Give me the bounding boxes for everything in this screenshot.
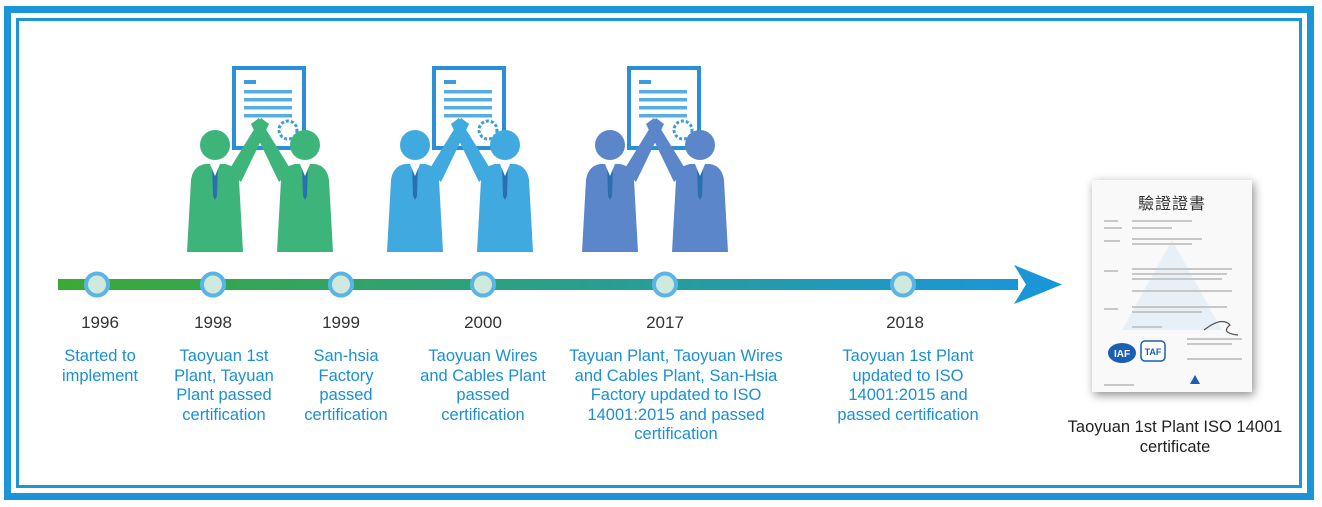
iaf-logo-text: IAF	[1114, 349, 1130, 360]
taf-logo	[1140, 340, 1166, 362]
milestone-text-2017: Tayuan Plant, Taoyuan Wires and Cables P…	[569, 347, 783, 443]
timeline-node-icon	[470, 271, 496, 298]
timeline-node-icon	[890, 271, 916, 298]
milestone-year-2000: 2000	[464, 313, 502, 332]
milestone-text-2018: Taoyuan 1st Plant updated to ISO 14001:2…	[837, 347, 979, 424]
arrow-head-icon	[1014, 265, 1062, 304]
certificate-image: IAF TAF 驗證證書	[1092, 180, 1252, 392]
certificate-drawing: IAF TAF	[1104, 220, 1242, 386]
timeline-arrow-shaft	[58, 279, 1018, 290]
milestone-text-1998: Taoyuan 1st Plant, Tayuan Plant passed c…	[174, 347, 274, 424]
timeline-node-icon	[200, 271, 226, 298]
milestone-text-1996: Started to implement	[61, 347, 139, 385]
taf-logo-text: TAF	[1145, 347, 1162, 357]
iaf-logo	[1108, 343, 1136, 363]
inner-frame	[16, 18, 1302, 488]
timeline-node-icon	[84, 271, 110, 298]
handshake-certificate-icon	[187, 66, 333, 252]
milestone-year-2017: 2017	[646, 313, 684, 332]
milestone-year-1999: 1999	[322, 313, 360, 332]
milestone-text-1999: San-hsia Factory passed certification	[304, 347, 388, 424]
milestone-year-1996: 1996	[81, 313, 119, 332]
milestone-text-2000: Taoyuan Wires and Cables Plant passed ce…	[420, 347, 546, 424]
handshake-certificate-icon	[387, 66, 533, 252]
milestone-year-1998: 1998	[194, 313, 232, 332]
timeline-node-icon	[328, 271, 354, 298]
certificate-heading: 驗證證書	[1137, 194, 1206, 213]
milestone-year-2018: 2018	[886, 313, 924, 332]
timeline-node-icon	[652, 271, 678, 298]
certificate-caption: Taoyuan 1st Plant ISO 14001 certificate	[1067, 418, 1283, 456]
handshake-certificate-icon	[582, 66, 728, 252]
